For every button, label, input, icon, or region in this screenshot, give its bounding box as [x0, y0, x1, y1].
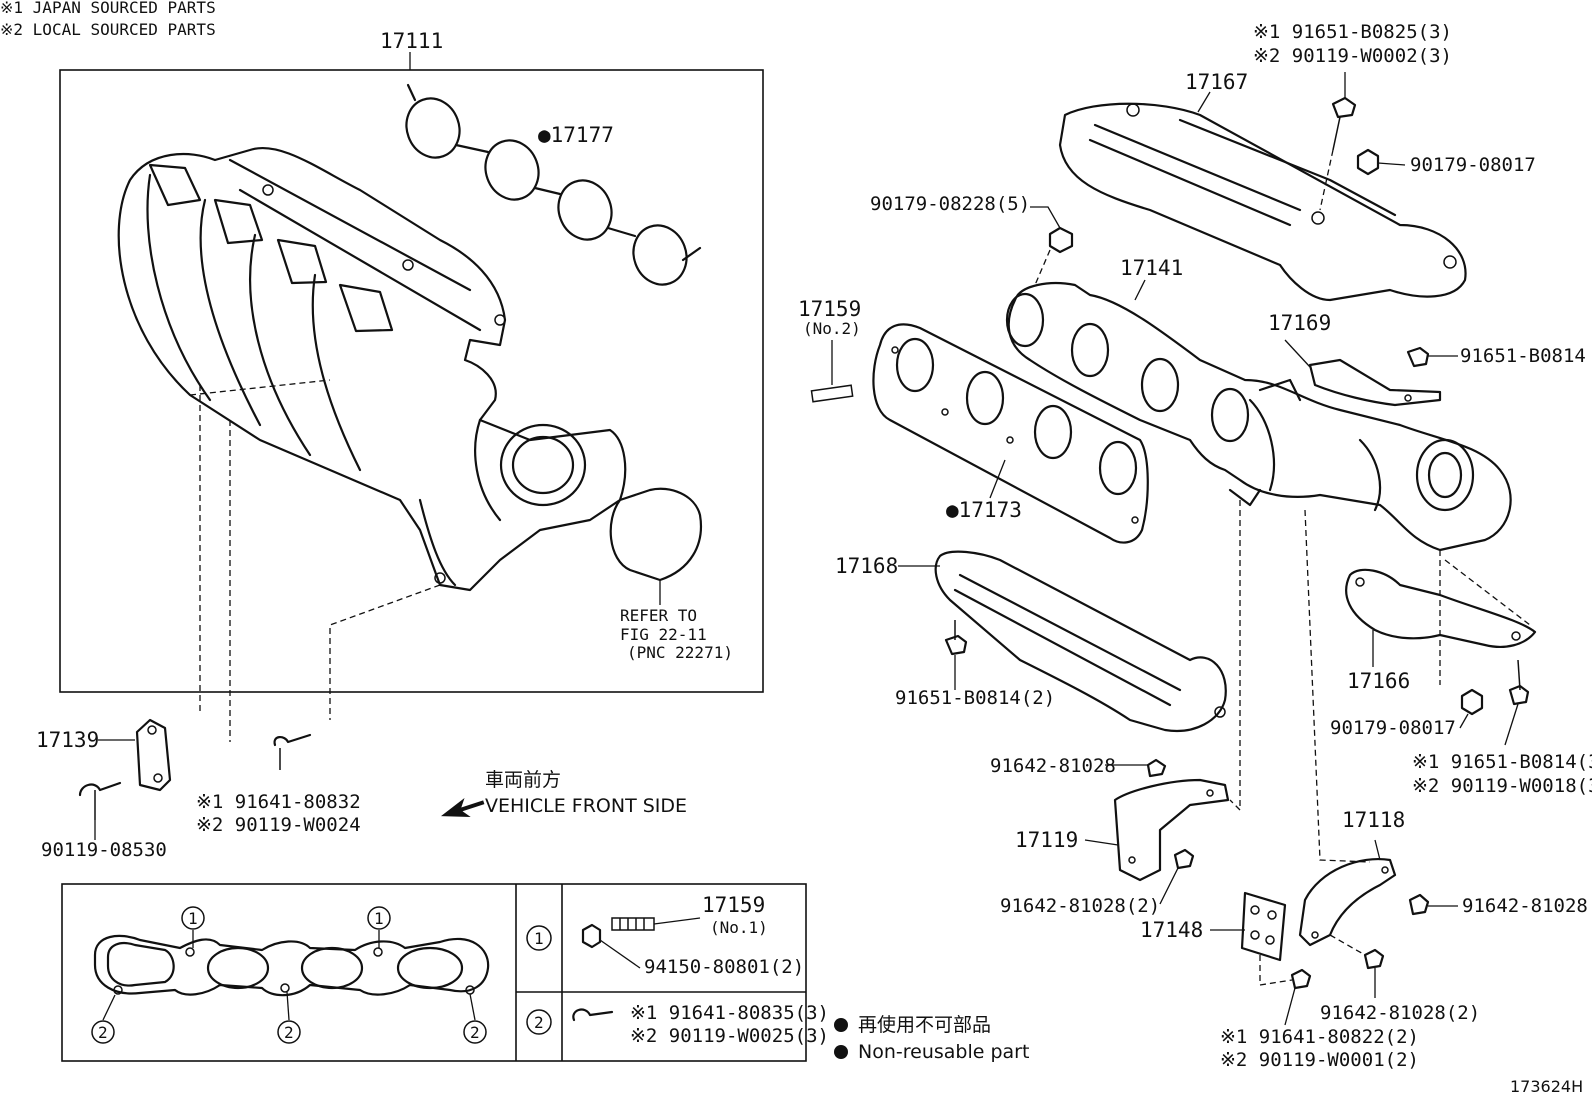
- label-91641-80835[interactable]: ※1 91641-80835(3): [630, 1002, 829, 1024]
- svg-text:1: 1: [374, 909, 384, 928]
- label-94150-80801[interactable]: 94150-80801(2): [644, 956, 804, 978]
- svg-text:1: 1: [188, 909, 198, 928]
- label-17167[interactable]: 17167: [1185, 70, 1248, 94]
- throttle-gasket-drawing: [609, 487, 703, 582]
- svg-text:2: 2: [98, 1023, 108, 1042]
- label-90119-W0024[interactable]: ※2 90119-W0024: [196, 814, 361, 836]
- svg-text:2: 2: [284, 1023, 294, 1042]
- label-91651-B0814-3[interactable]: ※1 91651-B0814(3): [1412, 751, 1592, 773]
- intake-manifold-assembly-box: [59, 69, 764, 693]
- label-91642-81028-2a[interactable]: 91642-81028(2): [1000, 895, 1160, 917]
- label-90179-08228[interactable]: 90179-08228(5): [870, 193, 1030, 215]
- bolt-91651-B0825-drawing: [1331, 96, 1357, 151]
- bolt-91642-81028-2a-drawing: [1173, 848, 1195, 870]
- label-17159-no2[interactable]: 17159: [798, 297, 861, 321]
- label-17159-no1[interactable]: 17159: [702, 893, 765, 917]
- direction-en: VEHICLE FRONT SIDE: [485, 795, 687, 817]
- label-17148[interactable]: 17148: [1140, 918, 1203, 942]
- callout-2-left[interactable]: 2: [91, 1020, 115, 1044]
- label-17111[interactable]: 17111: [380, 29, 443, 53]
- bolt-91651-B0814-drawing: [1406, 346, 1430, 368]
- label-17141[interactable]: 17141: [1120, 256, 1183, 280]
- label-90119-W0025[interactable]: ※2 90119-W0025(3): [630, 1025, 829, 1047]
- stay-17119-drawing: [1113, 778, 1230, 882]
- gasket-detail-box: [61, 883, 807, 1062]
- label-90119-W0002[interactable]: ※2 90119-W0002(3): [1253, 45, 1452, 67]
- refer-line1[interactable]: REFER TO: [620, 606, 697, 625]
- callout-2-right[interactable]: 2: [463, 1020, 487, 1044]
- heat-insulator-17166-drawing: [1345, 568, 1537, 649]
- label-91651-B0814-2[interactable]: 91651-B0814(2): [895, 687, 1055, 709]
- gasket-17177-drawing: [405, 83, 702, 286]
- heat-insulator-17168-drawing: [934, 550, 1227, 733]
- label-91642-81028-b[interactable]: 91642-81028: [1462, 895, 1588, 917]
- nut-90179-08228-drawing: [1048, 226, 1074, 254]
- label-91641-80822[interactable]: ※1 91641-80822(2): [1220, 1026, 1419, 1048]
- label-91651-B0825[interactable]: ※1 91651-B0825(3): [1253, 21, 1452, 43]
- label-17159-no2-sub[interactable]: (No.2): [803, 319, 861, 338]
- bolt-91641-80822-drawing: [1290, 968, 1312, 990]
- callout-2-mid[interactable]: 2: [277, 1020, 301, 1044]
- svg-text:2: 2: [534, 1013, 544, 1032]
- label-17159-no1-sub[interactable]: (No.1): [710, 918, 768, 937]
- label-90179-08017-a[interactable]: 90179-08017: [1410, 154, 1536, 176]
- head-gasket-drawing: [93, 930, 490, 1021]
- figure-id: 173624H: [1510, 1077, 1583, 1096]
- legend-dot-icon: [834, 1045, 848, 1059]
- note-local-sourced: ※2 LOCAL SOURCED PARTS: [0, 20, 216, 39]
- label-90119-W0001[interactable]: ※2 90119-W0001(2): [1220, 1049, 1419, 1071]
- legend-dot-icon: [834, 1018, 848, 1032]
- label-17166[interactable]: 17166: [1347, 669, 1410, 693]
- stay-17118-drawing: [1298, 858, 1397, 947]
- label-17169[interactable]: 17169: [1268, 311, 1331, 335]
- label-90119-08530[interactable]: 90119-08530: [41, 839, 167, 861]
- stay-17169-drawing: [1308, 358, 1442, 407]
- label-91651-B0814[interactable]: 91651-B0814: [1460, 345, 1586, 367]
- label-17168[interactable]: 17168: [835, 554, 898, 578]
- label-91642-81028-2b[interactable]: 91642-81028(2): [1320, 1002, 1480, 1024]
- label-91641-80832[interactable]: ※1 91641-80832: [196, 791, 361, 813]
- bolt-91641-80832-drawing: [273, 733, 312, 770]
- exhaust-manifold-17141-drawing: [1005, 282, 1512, 552]
- gasket-17173-drawing: [872, 323, 1149, 544]
- svg-text:2: 2: [470, 1023, 480, 1042]
- callout-2-table[interactable]: 2: [526, 1009, 552, 1035]
- note-japan-sourced: ※1 JAPAN SOURCED PARTS: [0, 0, 216, 17]
- legend-jp: 再使用不可部品: [858, 1014, 991, 1036]
- bolt-91651-B0814-2-drawing: [944, 620, 968, 656]
- label-17139[interactable]: 17139: [36, 728, 99, 752]
- label-91642-81028-a[interactable]: 91642-81028: [990, 755, 1116, 777]
- callout-1-left[interactable]: 1: [181, 906, 205, 930]
- bolt-91642-81028-b-drawing: [1408, 893, 1430, 916]
- label-17119[interactable]: 17119: [1015, 828, 1078, 852]
- callout-1-right[interactable]: 1: [367, 906, 391, 930]
- direction-jp: 車両前方: [485, 769, 561, 791]
- nut-90179-08017-b-drawing: [1460, 688, 1484, 716]
- bolt-91642-81028-a-drawing: [1146, 758, 1167, 778]
- label-90179-08017-b[interactable]: 90179-08017: [1330, 717, 1456, 739]
- heat-insulator-17167-drawing: [1058, 102, 1467, 302]
- bolt-91651-B0814-3-drawing: [1508, 659, 1530, 706]
- refer-line2[interactable]: FIG 22-11: [620, 625, 707, 644]
- label-17118[interactable]: 17118: [1342, 808, 1405, 832]
- intake-manifold-drawing: [117, 147, 627, 592]
- nut-90179-08017-drawing: [1356, 148, 1380, 176]
- legend-en: Non-reusable part: [858, 1041, 1029, 1063]
- refer-line3[interactable]: (PNC 22271): [627, 643, 733, 662]
- bracket-17139-drawing: [78, 718, 172, 820]
- stud-17159-no2-drawing: [810, 384, 854, 403]
- label-17173[interactable]: ●17173: [946, 498, 1022, 522]
- bolt-91642-81028-2b-drawing: [1363, 948, 1385, 970]
- callout-1-table[interactable]: 1: [526, 925, 552, 951]
- label-17177[interactable]: ●17177: [538, 123, 614, 147]
- svg-text:1: 1: [534, 929, 544, 948]
- label-90119-W0018[interactable]: ※2 90119-W0018(3): [1412, 775, 1592, 797]
- stay-17148-drawing: [1240, 891, 1287, 962]
- vehicle-front-arrow-icon: [440, 798, 485, 818]
